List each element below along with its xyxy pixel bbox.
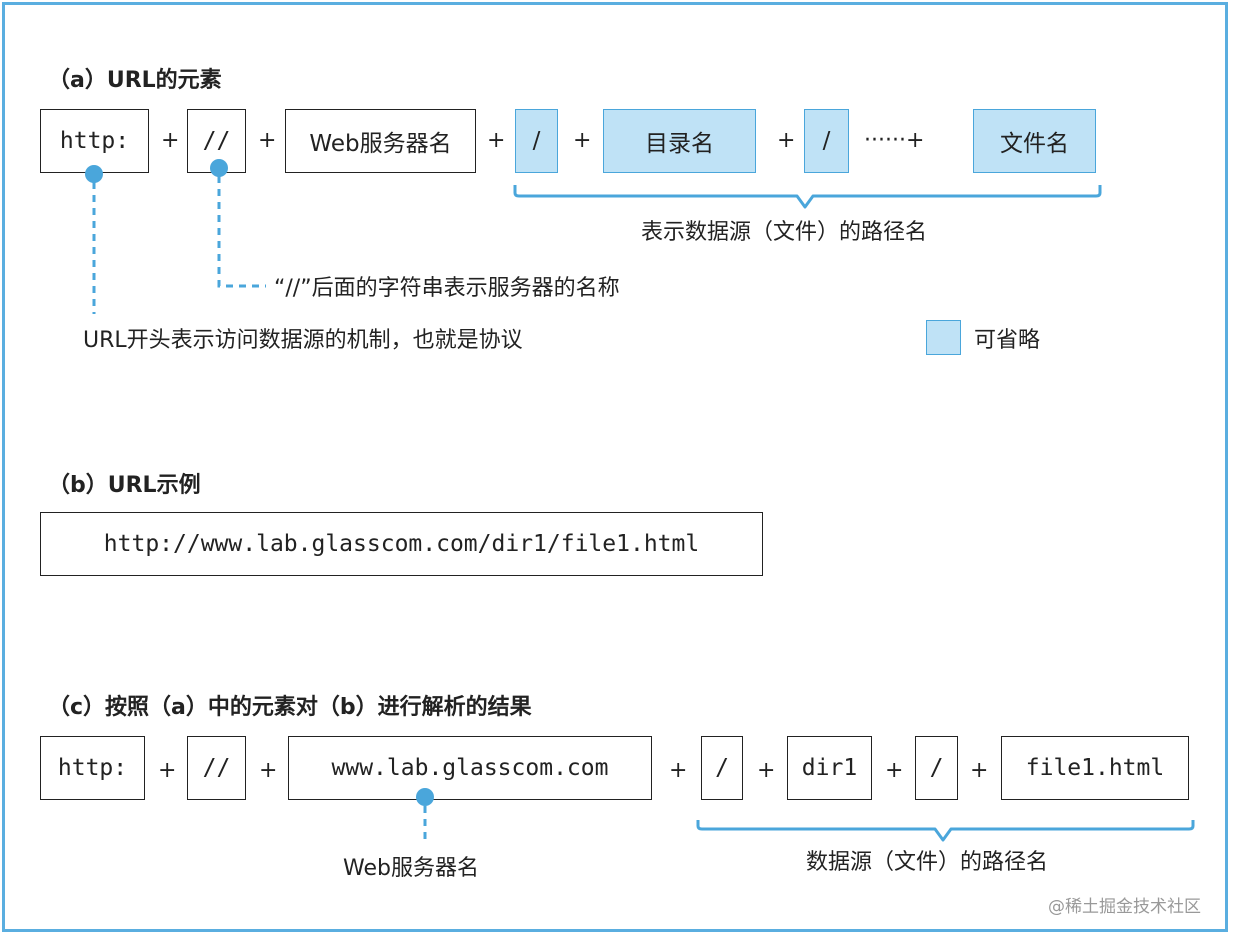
c-plus-3: + xyxy=(669,758,688,783)
a-server-box: Web服务器名 xyxy=(285,109,476,173)
c-double-slash-box: // xyxy=(187,736,246,800)
c-server-note: Web服务器名 xyxy=(343,856,479,881)
c-directory-box: dir1 xyxy=(787,736,872,800)
a-protocol-note: URL开头表示访问数据源的机制，也就是协议 xyxy=(83,328,523,353)
c-protocol-box: http: xyxy=(40,736,145,800)
a-plus-5: + xyxy=(777,128,796,153)
watermark: @稀土掘金技术社区 xyxy=(1048,897,1201,917)
c-plus-6: + xyxy=(970,758,989,783)
section-a-heading: （a）URL的元素 xyxy=(48,68,222,93)
b-url-box: http://www.lab.glasscom.com/dir1/file1.h… xyxy=(40,512,763,576)
a-double-slash-box: // xyxy=(187,109,246,173)
c-slash-box-1: / xyxy=(701,736,743,800)
a-plus-4: + xyxy=(573,128,592,153)
c-plus-5: + xyxy=(885,758,904,783)
c-plus-1: + xyxy=(158,758,177,783)
c-plus-4: + xyxy=(757,758,776,783)
a-protocol-box: http: xyxy=(40,109,149,173)
section-b-heading: （b）URL示例 xyxy=(48,473,201,498)
c-slash-box-2: / xyxy=(915,736,958,800)
section-c-heading: （c）按照（a）中的元素对（b）进行解析的结果 xyxy=(48,695,532,720)
a-directory-box: 目录名 xyxy=(603,109,756,173)
a-slash-box-1: / xyxy=(515,109,558,173)
legend-optional-swatch xyxy=(926,320,961,355)
a-plus-1: + xyxy=(161,128,180,153)
a-plus-3: + xyxy=(487,128,506,153)
a-ellipsis-plus: ······+ xyxy=(864,128,925,153)
c-path-brace-label: 数据源（文件）的路径名 xyxy=(806,850,1049,875)
a-slash-box-2: / xyxy=(804,109,849,173)
a-slash-note: “//”后面的字符串表示服务器的名称 xyxy=(274,276,620,301)
a-path-brace-label: 表示数据源（文件）的路径名 xyxy=(641,220,928,245)
legend-optional-label: 可省略 xyxy=(974,328,1041,353)
a-plus-2: + xyxy=(258,128,277,153)
a-filename-box: 文件名 xyxy=(973,109,1096,173)
c-filename-box: file1.html xyxy=(1001,736,1189,800)
c-plus-2: + xyxy=(259,758,278,783)
c-server-box: www.lab.glasscom.com xyxy=(288,736,652,800)
